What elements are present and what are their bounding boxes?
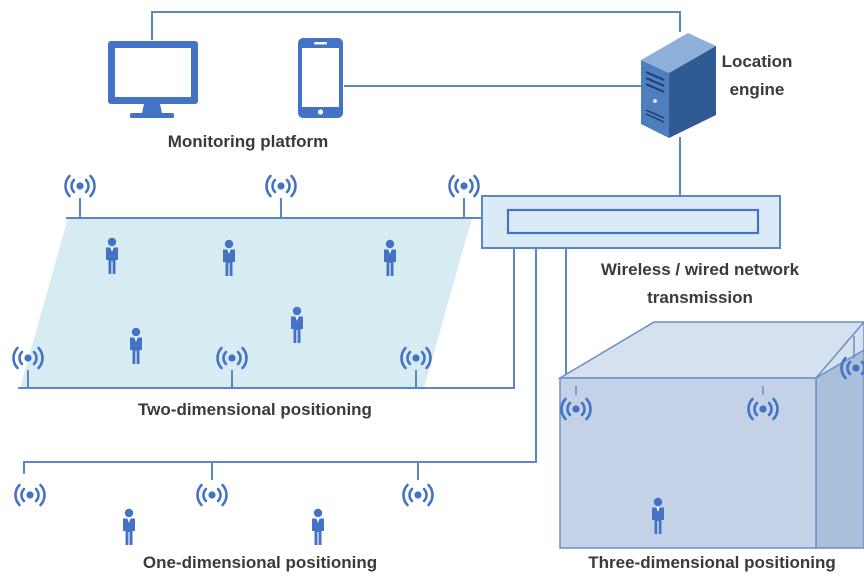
antenna-icon [267,176,296,196]
smartphone-icon [298,38,343,118]
network-switch-icon [482,196,780,248]
monitor-icon [108,41,198,118]
monitoring-platform-label: Monitoring platform [118,128,378,156]
location-engine-label: Location engine [712,48,802,104]
three-dimensional-cube [560,322,864,548]
antenna-icon [66,176,95,196]
antenna-icon [450,176,479,196]
antenna-icon [198,485,227,505]
two-dimensional-label: Two-dimensional positioning [90,396,420,424]
one-dimensional-label: One-dimensional positioning [95,549,425,577]
antenna-icon [404,485,433,505]
server-icon [641,33,716,138]
antenna-icon [16,485,45,505]
top-connection-lines [152,12,680,196]
three-dimensional-label: Three-dimensional positioning [560,549,864,577]
person-icon [123,509,135,545]
network-transmission-label: Wireless / wired network transmission [560,256,840,312]
person-icon [312,509,324,545]
